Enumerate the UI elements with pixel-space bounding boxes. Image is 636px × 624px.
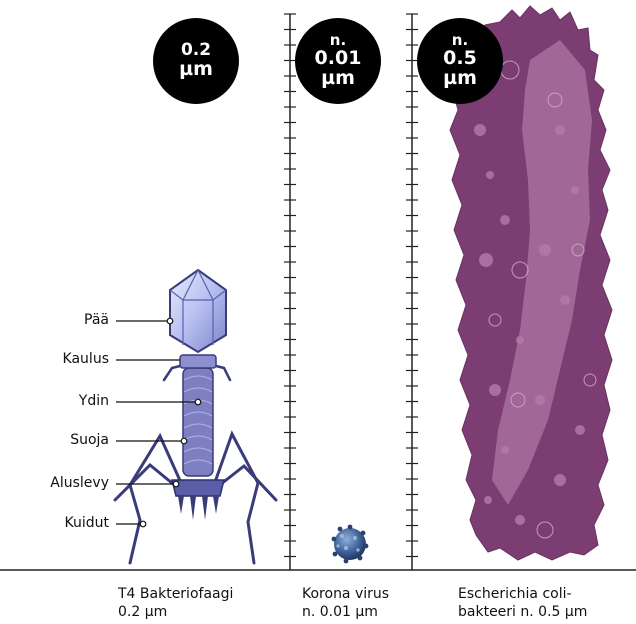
size-badge-corona: n. 0.01 µm [295, 18, 381, 104]
ruler-right [406, 14, 418, 570]
label-core: Ydin [79, 393, 109, 409]
ruler-left [284, 14, 296, 570]
size-badge-phage: 0.2 µm [153, 18, 239, 104]
caption-phage: T4 Bakteriofaagi 0.2 µm [118, 585, 233, 621]
label-baseplate: Aluslevy [50, 475, 109, 491]
label-sheath: Suoja [70, 432, 109, 448]
label-collar: Kaulus [63, 351, 109, 367]
size-badge-ecoli: n. 0.5 µm [417, 18, 503, 104]
caption-ecoli: Escherichia coli- bakteeri n. 0.5 µm [458, 585, 587, 621]
corona-virus [332, 525, 369, 564]
label-head: Pää [84, 312, 109, 328]
t4-bacteriophage [115, 270, 276, 563]
caption-corona: Korona virus n. 0.01 µm [302, 585, 389, 621]
label-fibers: Kuidut [65, 515, 110, 531]
